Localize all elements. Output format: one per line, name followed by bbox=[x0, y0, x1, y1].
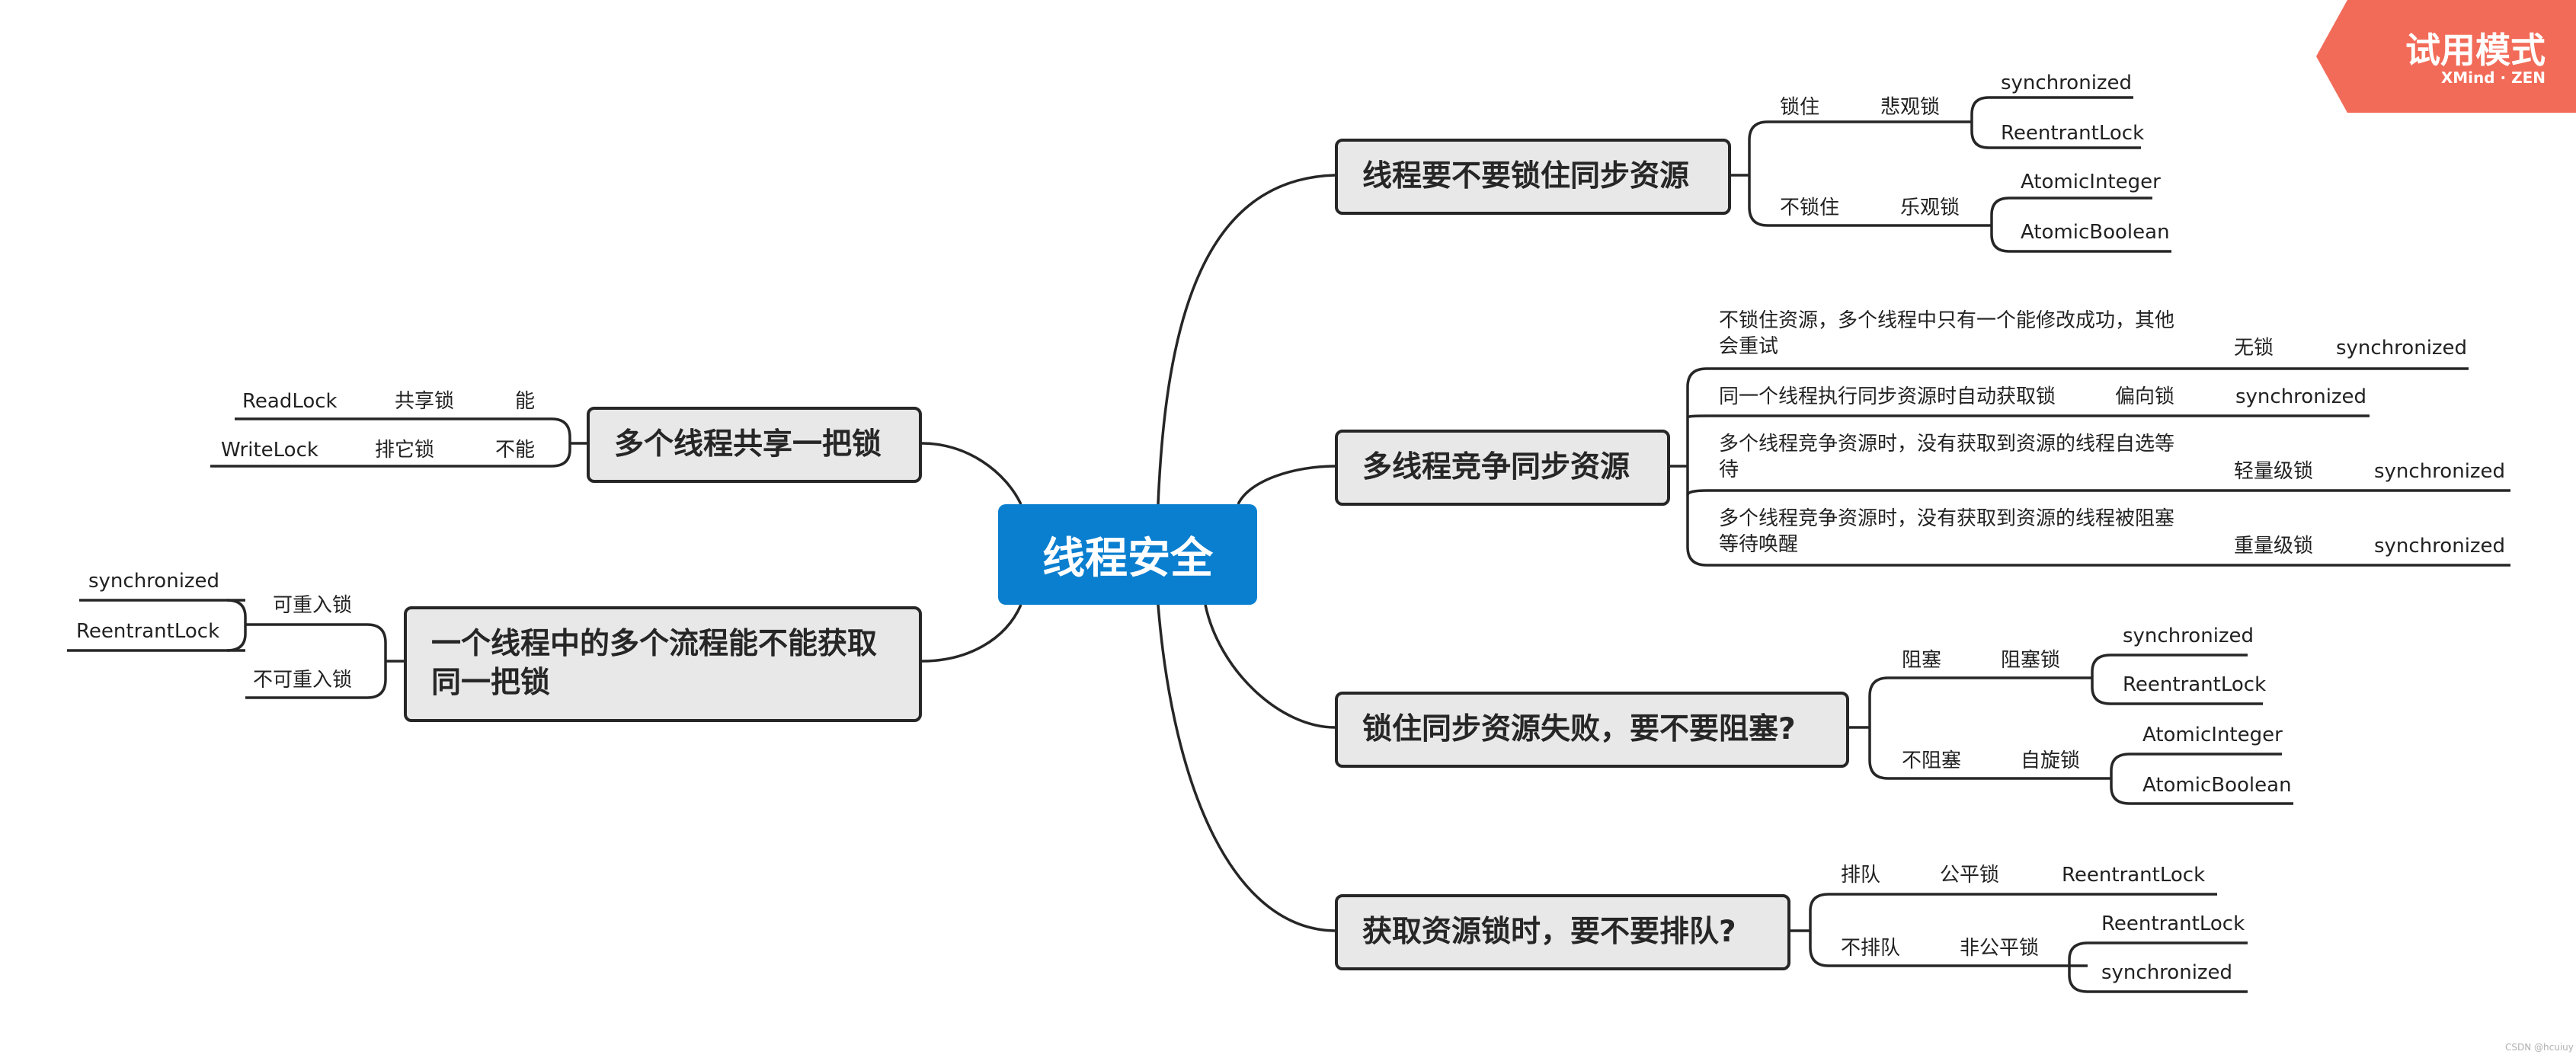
topic-title: 获取资源锁时，要不要排队? bbox=[1362, 914, 1736, 949]
topic-title-line2: 同一把锁 bbox=[431, 666, 551, 700]
impl-synchronized[interactable]: synchronized bbox=[2374, 535, 2506, 558]
topic-lock-fail-block[interactable]: 锁住同步资源失败，要不要阻塞? bbox=[1335, 692, 1849, 768]
topic-share-lock[interactable]: 多个线程共享一把锁 bbox=[587, 407, 922, 483]
trial-mode-badge[interactable]: 试用模式 XMind · ZEN bbox=[2316, 0, 2576, 113]
type-unfair-lock[interactable]: 非公平锁 bbox=[1960, 937, 2040, 960]
impl-synchronized[interactable]: synchronized bbox=[2235, 385, 2367, 408]
topic-queue[interactable]: 获取资源锁时，要不要排队? bbox=[1335, 894, 1790, 970]
impl-reentrantlock[interactable]: ReentrantLock bbox=[2123, 673, 2267, 696]
impl-reentrantlock[interactable]: ReentrantLock bbox=[2001, 122, 2145, 145]
type-heavyweight-lock[interactable]: 重量级锁 bbox=[2234, 535, 2314, 558]
desc-no-lock[interactable]: 不锁住资源，多个线程中只有一个能修改成功，其他会重试 bbox=[1719, 309, 2175, 358]
type-exclusive-lock[interactable]: 排它锁 bbox=[375, 439, 435, 462]
label-no-queue[interactable]: 不排队 bbox=[1841, 937, 1901, 960]
impl-readlock[interactable]: ReadLock bbox=[242, 390, 338, 413]
topic-multi-thread-compete[interactable]: 多线程竞争同步资源 bbox=[1335, 430, 1670, 506]
label-queue[interactable]: 排队 bbox=[1841, 864, 1881, 887]
watermark: CSDN @hcuiuy bbox=[2505, 1042, 2574, 1053]
trial-mode-title: 试用模式 bbox=[2405, 30, 2546, 71]
impl-synchronized[interactable]: synchronized bbox=[2374, 460, 2506, 483]
label-no-lock[interactable]: 不锁住 bbox=[1780, 197, 1840, 219]
impl-atomicinteger[interactable]: AtomicInteger bbox=[2142, 724, 2283, 746]
impl-atomicinteger[interactable]: AtomicInteger bbox=[2021, 171, 2161, 193]
desc-lightweight-lock[interactable]: 多个线程竞争资源时，没有获取到资源的线程自选等待 bbox=[1719, 433, 2175, 481]
type-no-lock[interactable]: 无锁 bbox=[2234, 337, 2274, 360]
impl-synchronized[interactable]: synchronized bbox=[2101, 961, 2233, 984]
label-pessimistic-lock[interactable]: 悲观锁 bbox=[1880, 96, 1941, 119]
impl-synchronized[interactable]: synchronized bbox=[88, 570, 220, 593]
label-optimistic-lock[interactable]: 乐观锁 bbox=[1900, 197, 1960, 219]
impl-reentrantlock[interactable]: ReentrantLock bbox=[76, 620, 220, 643]
impl-synchronized[interactable]: synchronized bbox=[2336, 337, 2468, 360]
label-lock[interactable]: 锁住 bbox=[1780, 96, 1820, 119]
impl-atomicboolean[interactable]: AtomicBoolean bbox=[2142, 774, 2292, 797]
topic-reentry[interactable]: 一个线程中的多个流程能不能获取 同一把锁 bbox=[404, 606, 922, 722]
type-non-reentrant-lock[interactable]: 不可重入锁 bbox=[253, 669, 353, 692]
topic-lock-resource[interactable]: 线程要不要锁住同步资源 bbox=[1335, 139, 1731, 215]
label-no-block[interactable]: 不阻塞 bbox=[1902, 749, 1962, 772]
impl-synchronized[interactable]: synchronized bbox=[2123, 625, 2254, 647]
type-biased-lock[interactable]: 偏向锁 bbox=[2115, 385, 2175, 408]
topic-title-line1: 一个线程中的多个流程能不能获取 bbox=[431, 627, 878, 662]
desc-heavyweight-lock[interactable]: 多个线程竞争资源时，没有获取到资源的线程被阻塞等待唤醒 bbox=[1719, 507, 2175, 556]
label-no[interactable]: 不能 bbox=[495, 439, 536, 462]
type-spin-lock[interactable]: 自旋锁 bbox=[2021, 749, 2081, 772]
type-lightweight-lock[interactable]: 轻量级锁 bbox=[2234, 460, 2314, 483]
type-fair-lock[interactable]: 公平锁 bbox=[1940, 864, 2000, 887]
impl-reentrantlock[interactable]: ReentrantLock bbox=[2101, 912, 2245, 935]
impl-writelock[interactable]: WriteLock bbox=[221, 439, 318, 462]
impl-atomicboolean[interactable]: AtomicBoolean bbox=[2021, 221, 2170, 244]
topic-title: 多个线程共享一把锁 bbox=[614, 427, 882, 462]
xmind-zen-logo: XMind · ZEN bbox=[2440, 69, 2546, 87]
type-blocking-lock[interactable]: 阻塞锁 bbox=[2001, 649, 2061, 672]
type-shared-lock[interactable]: 共享锁 bbox=[395, 390, 455, 413]
topic-title: 线程要不要锁住同步资源 bbox=[1362, 158, 1690, 193]
impl-reentrantlock[interactable]: ReentrantLock bbox=[2062, 864, 2206, 887]
label-block[interactable]: 阻塞 bbox=[1902, 649, 1942, 672]
central-topic[interactable]: 线程安全 bbox=[998, 504, 1257, 605]
desc-biased-lock[interactable]: 同一个线程执行同步资源时自动获取锁 bbox=[1719, 385, 2056, 408]
topic-title: 多线程竞争同步资源 bbox=[1362, 449, 1630, 484]
label-yes[interactable]: 能 bbox=[515, 390, 536, 413]
impl-synchronized[interactable]: synchronized bbox=[2001, 72, 2133, 94]
type-reentrant-lock[interactable]: 可重入锁 bbox=[273, 594, 353, 617]
topic-title: 锁住同步资源失败，要不要阻塞? bbox=[1362, 711, 1796, 746]
